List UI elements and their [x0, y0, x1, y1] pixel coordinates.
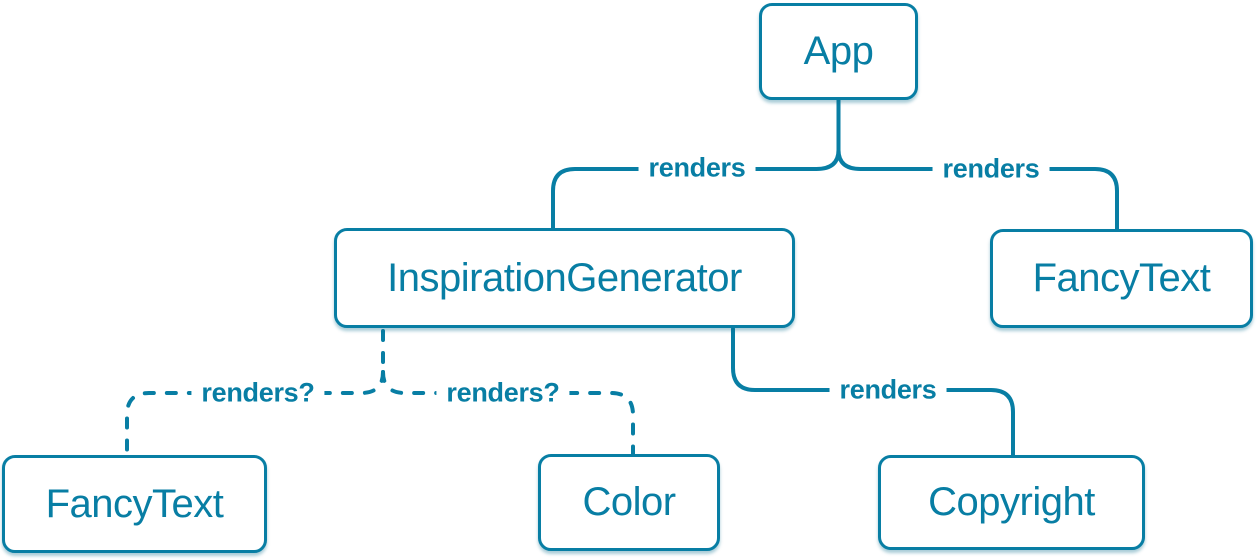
edge-label-renders-question-right: renders? [436, 377, 570, 409]
node-copyright-label: Copyright [928, 480, 1095, 524]
edge-label-renders-left: renders [638, 152, 756, 184]
node-app-label: App [803, 29, 874, 73]
edge-label-renders-question-left: renders? [191, 377, 325, 409]
edge-inspirationgenerator-fancytext-dashed [125, 370, 385, 458]
edge-label-renders-copyright: renders [829, 374, 947, 406]
node-fancytext-bottom-label: FancyText [45, 481, 224, 526]
edge-label-renders-right: renders [932, 153, 1050, 185]
node-fancytext-top-label: FancyText [1032, 256, 1211, 300]
edge-app-inspirationgenerator [551, 148, 841, 231]
edge-app-fancytext [836, 148, 1119, 232]
node-inspiration-generator: InspirationGenerator [334, 228, 795, 328]
node-app: App [759, 3, 918, 100]
node-fancytext-bottom: FancyText [2, 455, 267, 553]
node-color-label: Color [582, 480, 676, 524]
node-copyright: Copyright [878, 455, 1145, 550]
node-inspiration-generator-label: InspirationGenerator [387, 255, 742, 300]
node-color: Color [538, 454, 720, 551]
edge-inspirationgenerator-color-dashed [381, 370, 635, 457]
node-fancytext-top: FancyText [990, 229, 1253, 328]
